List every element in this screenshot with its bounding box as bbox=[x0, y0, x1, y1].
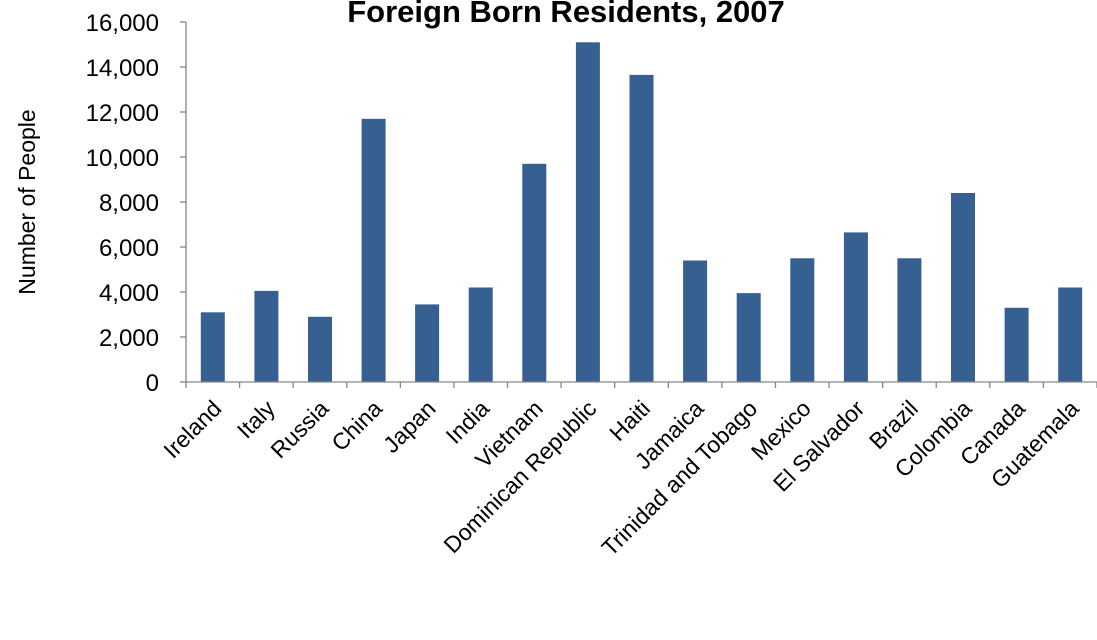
y-axis-label: Number of People bbox=[14, 109, 40, 294]
bar-trinidad-and-tobago bbox=[736, 293, 761, 382]
y-tick-label: 10,000 bbox=[86, 145, 159, 172]
bar-brazil bbox=[897, 258, 922, 383]
x-tick-label: China bbox=[326, 395, 387, 456]
x-tick-label: Japan bbox=[378, 395, 441, 458]
y-tick-labels: 0 2,000 4,000 6,000 8,000 10,000 12,000 14,000 1… bbox=[86, 10, 159, 397]
y-tick-label: 4,000 bbox=[99, 280, 159, 307]
bar-italy bbox=[254, 290, 279, 382]
bar-colombia bbox=[951, 193, 975, 382]
bar-ireland bbox=[200, 312, 225, 383]
axes-group bbox=[180, 21, 1097, 388]
bar-jamaica bbox=[683, 260, 708, 382]
bar-haiti bbox=[629, 74, 654, 383]
y-tick-label: 12,000 bbox=[86, 100, 159, 127]
y-tick-label: 2,000 bbox=[99, 325, 159, 352]
bars-group bbox=[200, 42, 1083, 383]
y-tick-label: 6,000 bbox=[99, 235, 159, 262]
bar-japan bbox=[415, 304, 440, 382]
bar-guatemala bbox=[1058, 287, 1083, 382]
bar-russia bbox=[308, 316, 332, 383]
bar-mexico bbox=[790, 258, 815, 383]
bar-canada bbox=[1004, 307, 1029, 383]
bar-india bbox=[468, 287, 493, 382]
y-tick-label: 16,000 bbox=[86, 10, 159, 37]
bar-el-salvador bbox=[843, 232, 868, 382]
x-tick-label: Ireland bbox=[158, 395, 226, 463]
bar-vietnam bbox=[522, 163, 547, 382]
chart-title: Foreign Born Residents, 2007 bbox=[347, 0, 785, 29]
y-tick-label: 0 bbox=[146, 370, 159, 397]
bar-china bbox=[361, 118, 386, 383]
y-tick-label: 8,000 bbox=[99, 190, 159, 217]
y-tick-label: 14,000 bbox=[86, 55, 159, 82]
x-tick-label: Russia bbox=[265, 395, 333, 463]
bar-dominican-republic bbox=[575, 42, 600, 383]
